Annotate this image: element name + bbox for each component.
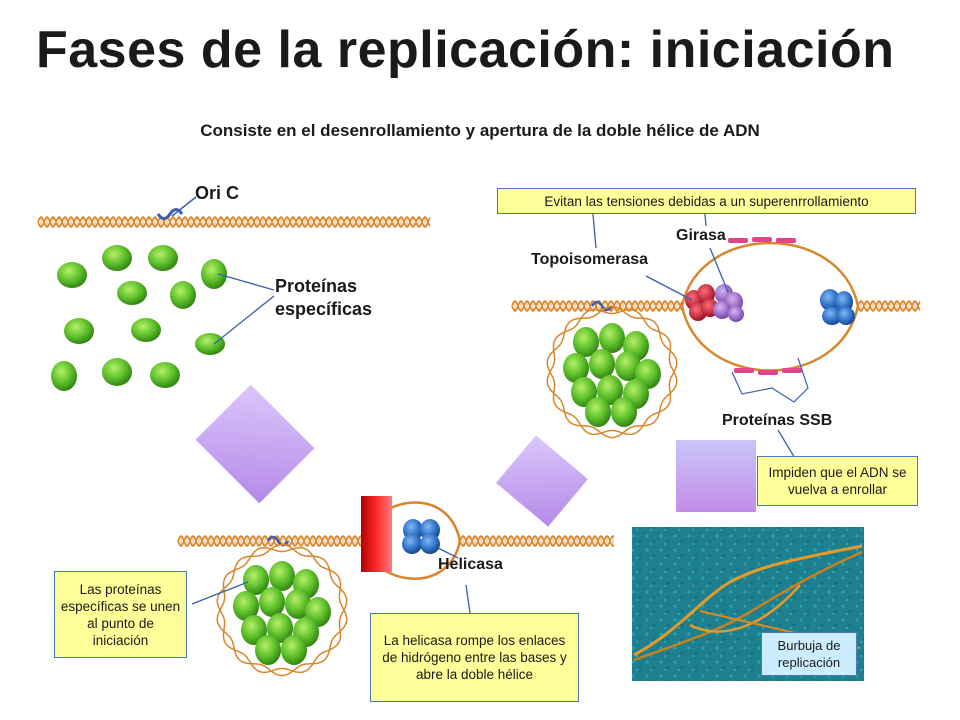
dna-strand-top [37, 216, 431, 228]
protein [195, 333, 225, 355]
proteins-leader-2 [213, 295, 275, 345]
protein [611, 397, 637, 427]
gyrase-protein [713, 284, 744, 322]
ssb-label: Proteínas SSB [722, 412, 833, 429]
protein [51, 361, 77, 391]
ssb-bracket [731, 357, 809, 403]
protein [597, 375, 623, 405]
proteins-leader-1 [217, 273, 275, 291]
protein [599, 323, 625, 353]
panel-bubble [511, 213, 921, 461]
free-proteins [51, 245, 227, 391]
helicase-protein-2 [820, 289, 855, 325]
red-marker-bar [361, 496, 392, 572]
protein [102, 245, 132, 271]
protein [571, 377, 597, 407]
dna-right-arm [459, 535, 615, 547]
protein [255, 635, 281, 665]
protein [241, 615, 267, 645]
protein [589, 349, 615, 379]
helicasa-note-leader [465, 584, 471, 614]
proteins-note: Las proteínas específicas se unen al pun… [54, 571, 187, 658]
protein [585, 397, 611, 427]
protein [573, 327, 599, 357]
tensions-leader-2 [704, 213, 707, 227]
protein [170, 281, 196, 309]
girasa-label: Girasa [676, 227, 726, 244]
topoisomerase-protein [685, 284, 719, 321]
protein [269, 561, 295, 591]
protein [102, 358, 132, 386]
proteins-label-line2: específicas [275, 299, 373, 319]
protein [267, 613, 293, 643]
protein-complex-bottom [216, 543, 348, 677]
photo-caption: Burbuja de replicación [761, 632, 857, 676]
tensions-note: Evitan las tensiones debidas a un supere… [497, 188, 916, 214]
protein [615, 351, 641, 381]
protein [281, 635, 307, 665]
protein [259, 587, 285, 617]
girasa-leader [709, 247, 729, 293]
helicase-protein [402, 519, 440, 554]
process-arrow-2 [496, 435, 588, 527]
origin-mark-right [590, 300, 614, 312]
ssb-proteins-bottom [734, 368, 802, 375]
protein [201, 259, 227, 289]
protein [64, 318, 94, 344]
ssb-proteins-top [728, 237, 796, 243]
page-subtitle: Consiste en el desenrollamiento y apertu… [200, 121, 760, 140]
protein [57, 262, 87, 288]
helicasa-label: Helicasa [438, 556, 503, 573]
proteins-label-line1: Proteínas [275, 276, 358, 296]
tensions-leader-1 [592, 213, 597, 249]
ori-c-label: Ori C [195, 183, 240, 203]
dna-right-arm-2 [857, 300, 921, 312]
protein [150, 362, 180, 388]
protein [117, 281, 147, 305]
process-arrow-3 [676, 440, 756, 512]
protein [243, 565, 269, 595]
large-bubble-top [680, 241, 860, 307]
panel-origin [37, 196, 431, 391]
helicasa-leader [437, 547, 459, 559]
panel-helicase [177, 496, 615, 677]
protein [148, 245, 178, 271]
topoisomerasa-label: Topoisomerasa [531, 251, 649, 268]
page-title: Fases de la replicación: iniciación [36, 21, 895, 79]
ssb-note: Impiden que el ADN se vuelva a enrollar [757, 456, 918, 506]
protein [285, 589, 311, 619]
protein [563, 353, 589, 383]
process-arrow-1 [195, 384, 315, 504]
protein [131, 318, 161, 342]
ori-c-leader [171, 196, 197, 217]
ssb-note-leader [777, 429, 797, 461]
topoisomerasa-leader [645, 275, 693, 301]
helicasa-note: La helicasa rompe los enlaces de hidróge… [370, 613, 579, 702]
protein-complex-right [546, 305, 678, 439]
protein [233, 591, 259, 621]
proteins-note-leader [191, 581, 249, 605]
replication-bubble-photo [632, 527, 864, 681]
